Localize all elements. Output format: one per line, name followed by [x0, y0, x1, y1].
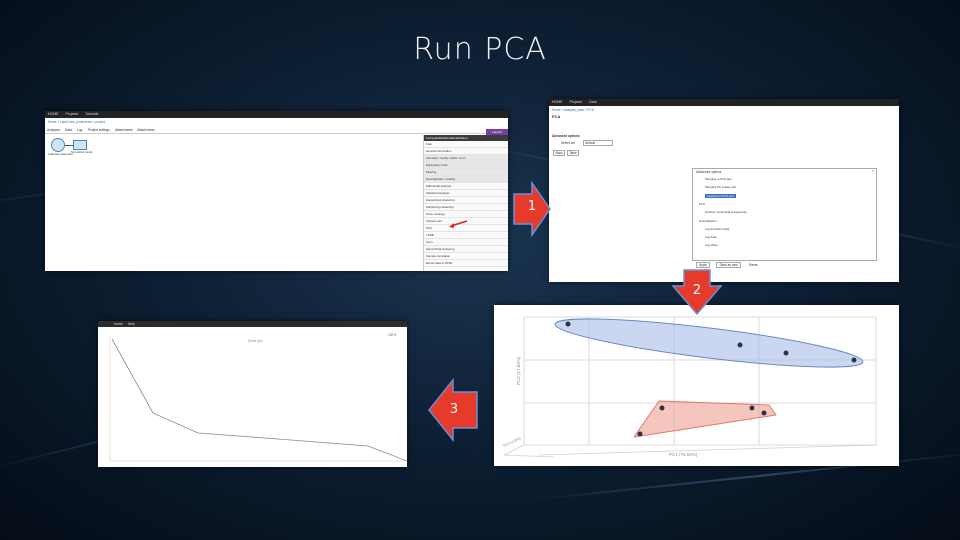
- option-row[interactable]: Number of principal components: [705, 210, 747, 215]
- reset-button[interactable]: Reset: [749, 263, 758, 267]
- nav-projects[interactable]: Projects: [569, 100, 583, 104]
- tab-data[interactable]: Data: [65, 128, 72, 132]
- option-row[interactable]: Normalization: [699, 218, 717, 223]
- pointer-arrow-icon: [449, 220, 468, 228]
- task-menu-item[interactable]: Gene ontology: [424, 211, 508, 218]
- tab-attachments[interactable]: Attachments: [115, 128, 133, 132]
- data-node-icon[interactable]: [51, 138, 65, 152]
- panel-footer: Apply Save as new Reset: [696, 253, 759, 271]
- option-row[interactable]: Features to PCA plot: [705, 193, 736, 198]
- task-menu-item[interactable]: Statistical analysis: [424, 190, 508, 197]
- tasks-panel-header: List Quantification/Identification: [424, 135, 508, 141]
- nav-home[interactable]: HOME: [48, 112, 59, 116]
- step-3-label: 3: [449, 402, 459, 417]
- nav-home[interactable]: HOME: [552, 100, 563, 104]
- top-navbar: Home Help: [98, 321, 407, 327]
- screenshot-pca-options: HOME Projects Data Home > analysis_data …: [549, 99, 899, 282]
- data-point[interactable]: [761, 410, 767, 416]
- nav-projects[interactable]: Projects: [65, 112, 79, 116]
- nav-data[interactable]: Data: [589, 100, 597, 104]
- data-point[interactable]: [659, 405, 665, 411]
- option-row[interactable]: Log base: [705, 235, 717, 240]
- step-1-arrow-icon: [512, 181, 552, 237]
- option-row[interactable]: Log offset: [705, 243, 718, 248]
- pca-3d-plot: PC2 (17.82%) PC1 (76.64%) PC3 (1.6%): [503, 316, 877, 458]
- tab-project-settings[interactable]: Project settings: [88, 128, 110, 132]
- select-set-label: Select set: [561, 141, 575, 145]
- y-axis-label: PC2 (17.82%): [516, 356, 521, 385]
- option-row[interactable]: Samples PC scatter plot: [705, 185, 737, 190]
- screenshot-pca-3d-plot: PC2 (17.82%) PC1 (76.64%) PC3 (1.6%): [494, 305, 899, 466]
- task-menu-item[interactable]: Export data to HTML: [424, 260, 508, 267]
- panel-title: Advanced options: [696, 170, 722, 174]
- tab-bar: Analyses Data Log Project settings Attac…: [45, 126, 508, 134]
- task-menu-item[interactable]: Partitioning clustering: [424, 204, 508, 211]
- data-point[interactable]: [737, 342, 743, 348]
- task-menu-item[interactable]: Venn: [424, 239, 508, 246]
- tab-attachments-2[interactable]: Attachments: [137, 128, 155, 132]
- task-menu-item[interactable]: Hierarchical clustering: [424, 197, 508, 204]
- task-menu-item[interactable]: Task: [424, 141, 508, 148]
- breadcrumb[interactable]: Home > Label-free_proteomics > project: [48, 120, 106, 124]
- task-menu-item[interactable]: Normalization / scaling: [424, 176, 508, 183]
- step-3-arrow-icon: [427, 378, 479, 442]
- top-navbar: HOME Projects Data: [549, 99, 899, 106]
- tab-log[interactable]: Log: [77, 128, 83, 132]
- data-point[interactable]: [783, 350, 789, 356]
- option-row[interactable]: PCA: [699, 201, 705, 206]
- corner-label: 100%: [388, 333, 397, 337]
- z-axis-label: PC3 (1.6%): [503, 436, 522, 447]
- analysis-node-label: Normalized counts: [71, 151, 93, 154]
- step-1-label: 1: [527, 199, 537, 214]
- nav-tutorials[interactable]: Tutorials: [85, 112, 99, 116]
- nav-home[interactable]: Home: [114, 322, 123, 326]
- task-menu-item[interactable]: Annotate / modify matrix / as.m: [424, 155, 508, 162]
- slide-title: Run PCA: [413, 32, 547, 67]
- launch-button[interactable]: Launch: [486, 129, 508, 135]
- breadcrumb[interactable]: Home > analysis_data > PCA: [552, 108, 594, 112]
- task-menu-item[interactable]: Exploratory tools: [424, 162, 508, 169]
- task-menu-item[interactable]: t-SNE: [424, 232, 508, 239]
- task-menu-item[interactable]: Hierarchical clustering: [424, 246, 508, 253]
- analysis-node-icon[interactable]: [73, 140, 87, 150]
- task-menu-item[interactable]: Differential analysis: [424, 183, 508, 190]
- data-node-label: Label-free quant data: [48, 153, 73, 156]
- data-point[interactable]: [851, 357, 857, 363]
- back-button[interactable]: Back: [553, 150, 565, 156]
- tab-analyses[interactable]: Analyses: [47, 128, 60, 132]
- step-2-label: 2: [692, 283, 702, 298]
- task-menu-item[interactable]: PCA: [424, 225, 508, 232]
- table-button[interactable]: Table: [567, 150, 579, 156]
- step-2-arrow-icon: [671, 268, 723, 316]
- workflow-connector: [65, 145, 73, 146]
- plot-label: Scree plot: [248, 339, 263, 343]
- task-menu-item[interactable]: Sample correlation: [424, 253, 508, 260]
- select-set-dropdown[interactable]: Default: [583, 140, 613, 146]
- task-menu-item[interactable]: Filtering: [424, 169, 508, 176]
- cluster-red: [633, 400, 777, 438]
- data-point[interactable]: [637, 431, 643, 437]
- task-menu-item[interactable]: General information: [424, 148, 508, 155]
- nav-help[interactable]: Help: [128, 322, 135, 326]
- scree-line: [111, 338, 407, 462]
- screenshot-scree-plot: Home Help Scree plot 100%: [98, 321, 407, 467]
- save-as-new-button[interactable]: Save as new: [716, 262, 741, 268]
- scree-plot-svg: [109, 335, 407, 462]
- option-row[interactable]: Samples to PCA plot: [705, 177, 732, 181]
- apply-button[interactable]: Apply: [696, 262, 710, 268]
- screenshot-analyses: HOME Projects Tutorials Home > Label-fre…: [45, 111, 508, 271]
- page-heading: PCA: [552, 114, 561, 119]
- data-point[interactable]: [749, 405, 755, 411]
- section-label: Advanced options: [552, 134, 580, 138]
- data-point[interactable]: [565, 321, 571, 327]
- cluster-blue: [554, 318, 864, 368]
- x-axis-label: PC1 (76.64%): [669, 452, 698, 457]
- option-row[interactable]: Log transform data: [705, 226, 730, 231]
- top-navbar: HOME Projects Tutorials: [45, 111, 508, 118]
- task-menu-item[interactable]: Volcano plot: [424, 218, 508, 225]
- close-icon[interactable]: ×: [872, 169, 874, 173]
